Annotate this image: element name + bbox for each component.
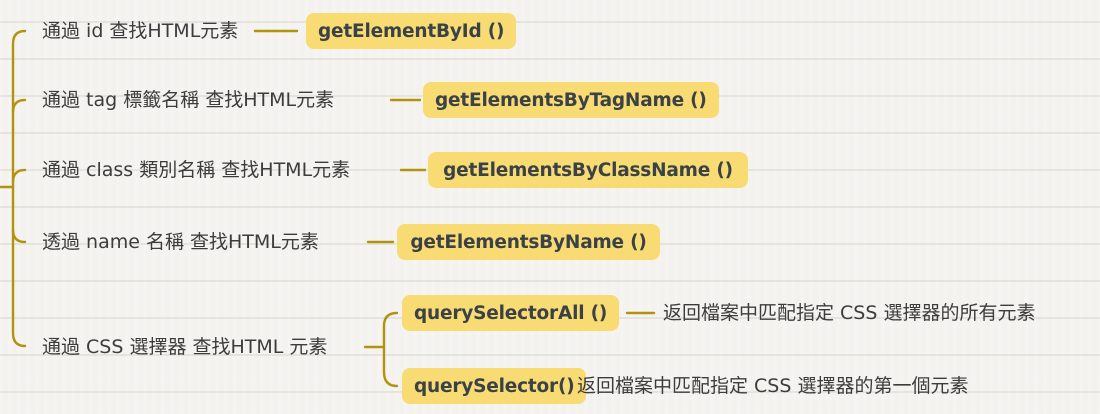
branch-label-id[interactable]: 通過 id 查找HTML元素 [42,20,239,42]
branch-elbow-tag [11,98,27,114]
branch-elbow-class [11,168,27,184]
trunk-bracket-line [11,29,27,348]
description-queryselector[interactable]: 返回檔案中匹配指定 CSS 選擇器的第一個元素 [577,375,969,397]
method-node-queryselectorall[interactable]: querySelectorAll () [402,295,620,331]
method-node-getelementsbyname[interactable]: getElementsByName () [397,224,660,260]
branch-label-name[interactable]: 透過 name 名稱 查找HTML元素 [42,231,319,253]
description-queryselectorall[interactable]: 返回檔案中匹配指定 CSS 選擇器的所有元素 [663,302,1036,324]
branch-label-css[interactable]: 通過 CSS 選擇器 查找HTML 元素 [42,336,328,358]
method-node-queryselector[interactable]: querySelector() [402,368,587,404]
method-node-getelementsbyclassname[interactable]: getElementsByClassName () [428,152,748,188]
method-node-getelementsbytagname[interactable]: getElementsByTagName () [423,82,719,118]
branch-label-tag[interactable]: 通過 tag 標籤名稱 查找HTML元素 [42,89,335,111]
css-fork-bracket [382,311,399,388]
branch-elbow-name [11,228,27,244]
method-node-getelementbyid[interactable]: getElementById () [306,13,517,49]
branch-label-class[interactable]: 通過 class 類別名稱 查找HTML元素 [42,159,351,181]
